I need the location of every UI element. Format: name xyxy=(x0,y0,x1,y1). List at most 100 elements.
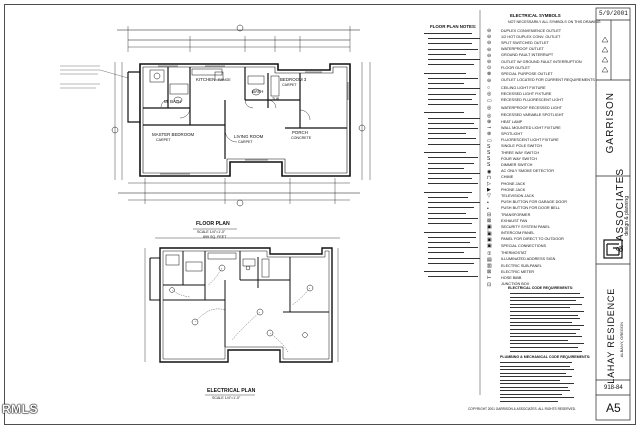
floor-plan-scale: SCALE 1/4"=1'-0" xyxy=(197,230,226,234)
symbols-title: ELECTRICAL SYMBOLS xyxy=(510,13,561,18)
note-text-line xyxy=(428,43,472,44)
plumbing-text-line xyxy=(500,362,572,363)
symbol-label: RECESSED VARIABLE SPOTLIGHT xyxy=(501,113,564,118)
symbol-row: ⊖OUTLET LOCATED FOR CURRENT REQUIREMENTS xyxy=(487,78,595,85)
note-text-line xyxy=(424,72,466,74)
symbol-label: WATERPROOF RECESSED LIGHT xyxy=(501,105,562,110)
symbol-row: ◎RECESSED LIGHT FIXTURE xyxy=(487,92,595,98)
electrical-symbol-icon: ▣ xyxy=(487,243,492,249)
electrical-symbol-icon: ⊢ xyxy=(487,275,492,282)
symbol-row: ⊙FLOOR OUTLET xyxy=(487,66,595,72)
note-text-line xyxy=(428,197,468,198)
code-text-line xyxy=(510,350,582,352)
symbol-label: TRANSFORMER xyxy=(501,212,531,217)
symbol-label: SINGLE POLE SWITCH xyxy=(501,144,543,149)
symbol-label: PUSH BUTTON FOR DOOR BELL xyxy=(501,206,561,211)
room-master: MASTER BEDROOM xyxy=(152,132,195,137)
electrical-symbol-icon: ⊛ xyxy=(487,131,492,138)
code-text-line xyxy=(510,347,578,348)
note-text-line xyxy=(428,103,478,105)
code-text-line xyxy=(510,336,582,337)
electrical-symbol-icon: ▤ xyxy=(487,256,492,263)
plumbing-text-line xyxy=(500,372,566,374)
notes-title: FLOOR PLAN NOTES: xyxy=(430,24,477,29)
symbol-row: ⊖1/2 HOT DUPLEX CONV. OUTLET xyxy=(487,35,595,41)
code-text-line xyxy=(510,325,584,326)
note-text-line xyxy=(428,98,472,100)
electrical-symbol-icon: ⊡ xyxy=(487,281,492,288)
note-text-line xyxy=(424,271,468,272)
electrical-symbol-icon: ⊖ xyxy=(487,46,492,53)
electrical-symbol-icon: • xyxy=(487,199,489,206)
note-text-line xyxy=(428,167,464,169)
symbol-label: ELECTRIC SUB-PANEL xyxy=(501,263,543,268)
electrical-symbol-icon: ⊓ xyxy=(487,174,491,181)
symbol-row: ⊖ OUTLET W/ GROUND FAULT INTERRUPTION xyxy=(487,60,595,66)
note-text-line xyxy=(428,183,478,184)
symbol-row: ▤ ILLUMINATED ADDRESS SIGN xyxy=(487,256,595,264)
symbol-row: ▣ INTERCOM PANEL xyxy=(487,230,595,238)
note-text-line xyxy=(428,212,466,214)
note-text-line xyxy=(428,53,466,55)
note-text-line xyxy=(428,143,480,145)
note-text-line xyxy=(428,138,476,139)
electrical-symbol-icon: ⊙ xyxy=(487,65,492,72)
floor-plan-area: 899 SQ. FEET xyxy=(203,235,227,239)
note-text-line xyxy=(428,276,478,277)
plumbing-text-line xyxy=(500,393,562,395)
note-text-line xyxy=(428,236,476,238)
note-text-line xyxy=(428,93,476,95)
electrical-plan-scale: SCALE 1/4"=1'-0" xyxy=(212,396,241,400)
electrical-symbol-icon: ▣ xyxy=(487,236,492,243)
symbol-label: RECESSED FLUORESCENT LIGHT xyxy=(501,98,564,103)
electrical-symbol-icon: ① xyxy=(487,250,492,257)
symbol-row: ▽TELEVISION JACK xyxy=(487,194,595,200)
symbol-label: OUTLET W/ GROUND FAULT INTERRUPTION xyxy=(501,59,582,64)
code-heading: ELECTRICAL CODE REQUIREMENTS: xyxy=(508,286,574,290)
room-master-sub: CARPET xyxy=(156,138,171,142)
symbol-label: FLUORESCENT LIGHT FIXTURE xyxy=(501,138,559,143)
note-text-line xyxy=(428,207,474,208)
symbol-row: ▣ PANEL FOR DIRECT TO OUTDOOR xyxy=(487,236,595,244)
symbol-label: SPECIAL CONNECTIONS xyxy=(501,243,547,248)
note-text-line xyxy=(428,64,474,65)
note-text-line xyxy=(428,172,480,174)
code-text-line xyxy=(510,296,584,298)
note-text-line xyxy=(428,48,478,50)
symbol-label: PANEL FOR DIRECT TO OUTDOOR xyxy=(501,237,564,242)
electrical-symbol-icon: S xyxy=(487,150,491,156)
firm-tag: design & planning xyxy=(624,196,630,236)
electrical-symbol-icon: ▣ xyxy=(487,224,492,231)
symbol-label: INTERCOM PANEL xyxy=(501,231,535,236)
electrical-symbol-icon: S xyxy=(487,156,491,163)
symbol-row: ⊖DUPLEX CONVENIENCE OUTLET xyxy=(487,29,595,35)
note-text-line xyxy=(424,33,472,34)
symbol-label: CHIME xyxy=(501,175,514,180)
electrical-plan-title: ELECTRICAL PLAN xyxy=(207,388,256,394)
electrical-symbol-icon: ⊖ xyxy=(487,59,492,65)
note-text-line xyxy=(428,241,470,243)
note-text-line xyxy=(428,223,472,224)
project-name: LAHAY RESIDENCE xyxy=(606,288,616,384)
electrical-symbol-icon: S xyxy=(487,143,491,150)
electrical-symbol-icon: ◉ xyxy=(487,168,492,175)
note-text-line xyxy=(428,162,474,164)
note-text-line xyxy=(428,83,464,84)
electrical-symbol-icon: ⊖ xyxy=(487,52,492,59)
code-text-line xyxy=(510,321,572,323)
plumbing-text-line xyxy=(500,369,574,370)
electrical-symbol-icon: ▥ xyxy=(487,263,492,269)
electrical-symbol-icon: ▣ xyxy=(487,230,492,237)
symbol-label: 1/2 HOT DUPLEX CONV. OUTLET xyxy=(501,34,561,39)
note-text-line xyxy=(428,257,480,259)
room-living: LIVING ROOM xyxy=(234,134,264,139)
room-porch: PORCH xyxy=(292,130,308,135)
symbol-row: ◎RECESSED VARIABLE SPOTLIGHT xyxy=(487,113,595,120)
electrical-symbol-icon: • xyxy=(487,205,489,212)
symbol-label: CEILING LIGHT FIXTURE xyxy=(501,85,546,90)
symbol-label: ILLUMINATED ADDRESS SIGN xyxy=(501,257,556,262)
code-text-line xyxy=(510,307,570,308)
